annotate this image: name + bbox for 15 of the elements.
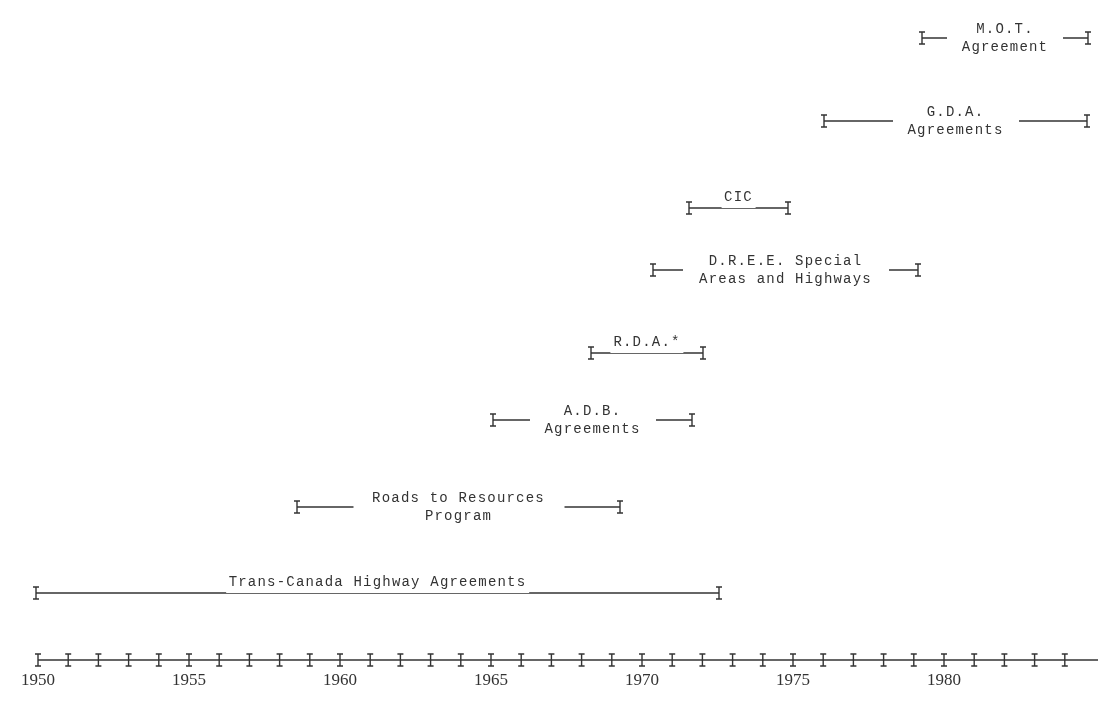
year-label: 1975: [776, 670, 810, 690]
program-label: CIC: [721, 188, 756, 208]
year-label: 1970: [625, 670, 659, 690]
year-label: 1980: [927, 670, 961, 690]
program-label: M.O.T. Agreement: [947, 20, 1063, 56]
year-label: 1950: [21, 670, 55, 690]
program-label: Roads to Resources Program: [353, 489, 564, 525]
year-label: 1955: [172, 670, 206, 690]
program-label: D.R.E.E. Special Areas and Highways: [682, 252, 889, 288]
program-label: Trans-Canada Highway Agreements: [225, 573, 530, 593]
year-label: 1960: [323, 670, 357, 690]
program-label: R.D.A.*: [610, 333, 684, 353]
year-label: 1965: [474, 670, 508, 690]
program-label: A.D.B. Agreements: [529, 402, 656, 438]
program-label: G.D.A. Agreements: [892, 103, 1019, 139]
